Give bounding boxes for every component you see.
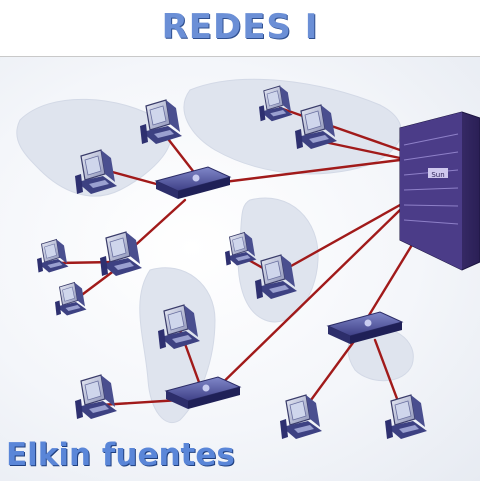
- link-switch1-pc2: [103, 168, 162, 187]
- world-map: [16, 78, 414, 423]
- network-switch-icon: [155, 166, 231, 200]
- link-server-pc-mid: [273, 203, 402, 277]
- rack-server-icon: Sun: [399, 111, 480, 271]
- desktop-computer-icon: [54, 282, 87, 316]
- link-switch1-pc3: [128, 198, 187, 252]
- link-server-switch1: [198, 158, 402, 187]
- server-logo: Sun: [431, 171, 444, 179]
- desktop-computer-icon: [36, 239, 69, 273]
- desktop-computer-icon: [279, 394, 323, 440]
- page-title: REDES I: [161, 7, 319, 47]
- desktop-computer-icon: [384, 394, 428, 440]
- desktop-computer-icon: [99, 231, 143, 277]
- link-server-pc-tr1: [278, 106, 402, 152]
- author-name: Elkin fuentes: [6, 437, 235, 473]
- link-server-switch3: [208, 208, 402, 397]
- desktop-computer-icon: [74, 374, 118, 420]
